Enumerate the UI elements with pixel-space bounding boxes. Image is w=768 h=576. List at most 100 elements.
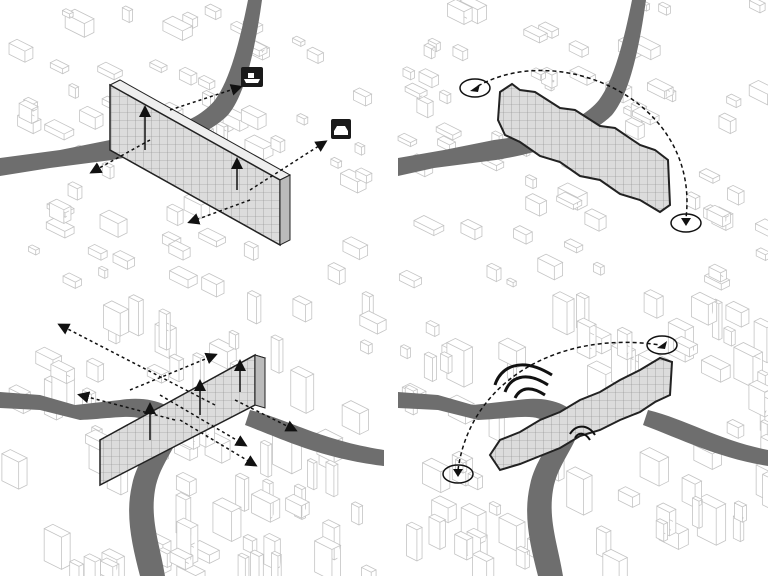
city-building bbox=[149, 59, 168, 74]
city-building bbox=[402, 66, 416, 81]
panel-connectivity bbox=[0, 0, 351, 247]
city-building bbox=[354, 141, 366, 156]
city-building bbox=[361, 564, 377, 576]
city-building bbox=[178, 66, 198, 86]
city-building bbox=[748, 379, 768, 418]
city-building bbox=[330, 156, 343, 170]
city-building bbox=[307, 458, 318, 491]
city-building bbox=[467, 470, 484, 491]
city-building bbox=[175, 471, 198, 497]
sound-wave-icon bbox=[493, 363, 553, 399]
city-building bbox=[749, 0, 767, 14]
city-building bbox=[247, 290, 262, 325]
city-building bbox=[69, 558, 85, 576]
city-building bbox=[525, 174, 538, 190]
city-building bbox=[631, 35, 662, 61]
city-building bbox=[708, 263, 728, 283]
city-building bbox=[169, 353, 185, 383]
city-building bbox=[418, 68, 440, 89]
building-slab bbox=[108, 79, 292, 247]
city-building bbox=[692, 495, 704, 530]
city-building bbox=[398, 269, 423, 289]
sound-wave-icon bbox=[569, 425, 596, 441]
city-building bbox=[103, 300, 130, 337]
city-building bbox=[18, 99, 39, 125]
city-building bbox=[271, 550, 283, 576]
city-building bbox=[643, 289, 665, 319]
city-building bbox=[290, 365, 315, 415]
city-building bbox=[235, 472, 250, 513]
city-building bbox=[168, 240, 192, 261]
city-building bbox=[734, 500, 748, 523]
city-building bbox=[513, 225, 534, 245]
city-building bbox=[270, 334, 284, 374]
city-building bbox=[439, 89, 452, 105]
city-building bbox=[658, 1, 672, 16]
city-building bbox=[755, 218, 768, 237]
city-building bbox=[128, 294, 145, 337]
city-building bbox=[498, 337, 527, 369]
city-building bbox=[49, 59, 70, 75]
city-building bbox=[413, 215, 445, 237]
city-building bbox=[404, 82, 428, 100]
river-east bbox=[245, 410, 384, 466]
boat-icon bbox=[241, 67, 263, 87]
city-building bbox=[240, 105, 268, 131]
city-building bbox=[260, 439, 273, 478]
city-building bbox=[726, 93, 742, 109]
city-building bbox=[537, 253, 564, 281]
city-building bbox=[564, 238, 584, 254]
city-building bbox=[435, 122, 462, 141]
city-building bbox=[68, 83, 80, 99]
city-building bbox=[212, 497, 242, 543]
jagged-building-slab bbox=[488, 356, 674, 472]
city-building bbox=[158, 308, 172, 351]
city-building bbox=[49, 198, 72, 225]
city-building bbox=[79, 105, 104, 131]
city-building bbox=[617, 326, 633, 361]
city-building bbox=[204, 3, 222, 21]
city-building bbox=[325, 459, 339, 498]
panel-site-axes bbox=[0, 323, 384, 576]
city-building bbox=[201, 273, 225, 298]
city-building bbox=[639, 447, 670, 487]
city-building bbox=[566, 466, 593, 516]
city-building bbox=[44, 119, 75, 141]
jagged-building-slab bbox=[496, 82, 672, 214]
city-building bbox=[98, 265, 109, 280]
city-building bbox=[292, 35, 306, 48]
city-building bbox=[592, 261, 606, 276]
city-building bbox=[698, 168, 721, 184]
city-building bbox=[423, 351, 438, 383]
city-building bbox=[86, 357, 105, 383]
city-building bbox=[701, 354, 732, 383]
city-building bbox=[515, 545, 531, 570]
city-building bbox=[556, 191, 583, 211]
city-building bbox=[327, 262, 347, 286]
city-building bbox=[568, 40, 590, 58]
city-building bbox=[460, 218, 483, 241]
city-building bbox=[552, 291, 575, 336]
city-building bbox=[447, 0, 474, 26]
target-circle-icon bbox=[670, 213, 702, 233]
city-building bbox=[686, 191, 701, 211]
city-building bbox=[351, 501, 364, 526]
city-building bbox=[314, 536, 342, 576]
span-arc bbox=[477, 69, 688, 219]
city-building bbox=[43, 523, 72, 571]
city-building bbox=[726, 419, 745, 439]
panel-sound-span bbox=[398, 335, 768, 576]
city-building bbox=[454, 530, 474, 561]
city-building bbox=[28, 244, 41, 256]
city-building bbox=[617, 486, 641, 509]
city-building bbox=[400, 344, 412, 360]
target-circle-icon bbox=[459, 78, 491, 98]
span-arc bbox=[457, 341, 661, 471]
city-building bbox=[425, 320, 440, 338]
city-building bbox=[62, 8, 75, 19]
access-arrows bbox=[89, 84, 328, 225]
city-building bbox=[416, 95, 435, 119]
city-building bbox=[228, 329, 240, 351]
city-building bbox=[342, 236, 369, 261]
